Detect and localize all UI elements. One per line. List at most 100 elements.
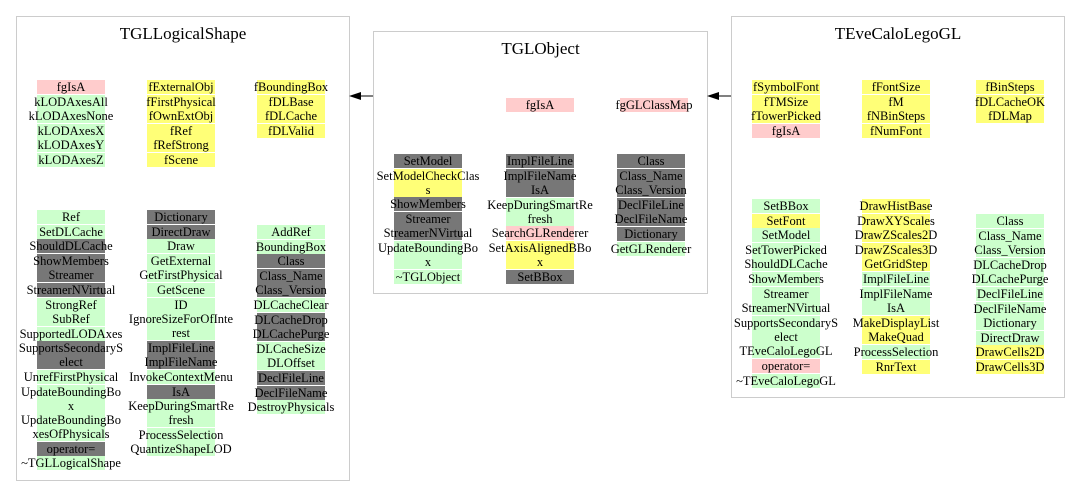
- member-label[interactable]: SetFont: [766, 213, 806, 228]
- member-label[interactable]: DLCacheDrop: [254, 312, 328, 327]
- member-label[interactable]: Class_Name: [259, 268, 323, 283]
- member-label[interactable]: fDLCache: [264, 109, 318, 124]
- member-label[interactable]: UpdateBoundingBoxesOfPhysicals: [21, 413, 121, 442]
- member-label[interactable]: DirectDraw: [151, 224, 211, 239]
- member-label[interactable]: ShowMembers: [748, 272, 824, 286]
- member-label[interactable]: SupportsSecondarySelect: [733, 315, 839, 344]
- member-label[interactable]: Streamer: [763, 286, 809, 301]
- member-label[interactable]: Class_Version: [255, 283, 327, 298]
- member-label[interactable]: operator=: [761, 359, 811, 373]
- member-label[interactable]: fDLCacheOK: [974, 94, 1046, 109]
- member-label[interactable]: ImplFileLine: [148, 340, 214, 355]
- member-label[interactable]: DeclFileName: [254, 385, 328, 400]
- member-label[interactable]: SupportedLODAxes: [19, 326, 123, 341]
- member-label[interactable]: DrawHistBase: [859, 199, 933, 213]
- member-label[interactable]: Class_Version: [974, 243, 1046, 258]
- member-label[interactable]: ShowMembers: [390, 197, 466, 212]
- member-label[interactable]: GetFirstPhysical: [139, 268, 223, 283]
- member-label[interactable]: UnrefFirstPhysical: [23, 370, 119, 384]
- member-label[interactable]: IsA: [171, 384, 191, 399]
- member-label[interactable]: BoundingBox: [255, 239, 327, 254]
- member-label[interactable]: Class: [637, 154, 665, 168]
- member-label[interactable]: IsA: [886, 301, 906, 316]
- member-label[interactable]: QuantizeShapeLOD: [130, 442, 232, 457]
- member-label[interactable]: fDLValid: [267, 123, 315, 138]
- member-label[interactable]: fFontSize: [871, 80, 921, 94]
- member-label[interactable]: fTMSize: [763, 94, 809, 109]
- member-label[interactable]: Dictionary: [154, 210, 208, 224]
- member-label[interactable]: operator=: [46, 441, 96, 456]
- member-label[interactable]: SetAxisAlignedBBox: [488, 241, 592, 269]
- member-label[interactable]: SetModel: [403, 154, 453, 168]
- member-label[interactable]: fBinSteps: [985, 80, 1035, 94]
- member-label[interactable]: RnrText: [875, 359, 917, 374]
- member-label[interactable]: fRefStrong: [153, 138, 209, 153]
- member-label[interactable]: fExternalObj: [148, 80, 214, 94]
- member-label[interactable]: DrawCells2D: [975, 345, 1045, 360]
- member-label[interactable]: StreamerNVirtual: [383, 226, 473, 241]
- member-label[interactable]: KeepDuringSmartRefresh: [487, 197, 593, 226]
- member-label[interactable]: StreamerNVirtual: [26, 283, 116, 297]
- member-label[interactable]: MakeDisplayList: [852, 315, 940, 330]
- member-label[interactable]: Class_Version: [615, 183, 687, 198]
- member-label[interactable]: ~TEveCaloLegoGL: [736, 373, 836, 388]
- member-label[interactable]: DeclFileName: [973, 301, 1047, 316]
- member-label[interactable]: fgIsA: [56, 80, 86, 94]
- member-label[interactable]: DrawZScales2D: [854, 228, 938, 243]
- member-label[interactable]: fDLMap: [988, 109, 1032, 124]
- member-label[interactable]: Class: [996, 214, 1024, 228]
- member-label[interactable]: ID: [174, 297, 188, 312]
- member-label[interactable]: ~TGLObject: [395, 269, 461, 284]
- member-label[interactable]: DeclFileLine: [258, 371, 324, 385]
- member-label[interactable]: fTowerPicked: [751, 109, 821, 124]
- member-label[interactable]: fgGLClassMap: [615, 98, 693, 112]
- member-label[interactable]: Streamer: [48, 268, 94, 283]
- member-label[interactable]: ImplFileName: [144, 355, 218, 370]
- member-label[interactable]: KeepDuringSmartRefresh: [128, 399, 234, 428]
- member-label[interactable]: GetExternal: [150, 253, 212, 268]
- member-label[interactable]: Class_Name: [619, 168, 683, 183]
- member-label[interactable]: IsA: [530, 183, 550, 198]
- member-label[interactable]: DeclFileLine: [618, 197, 684, 212]
- member-label[interactable]: ImplFileName: [503, 168, 577, 183]
- member-label[interactable]: fOwnExtObj: [148, 109, 214, 124]
- member-label[interactable]: UpdateBoundingBox: [378, 241, 478, 269]
- member-label[interactable]: DLCachePurge: [252, 327, 330, 342]
- member-label[interactable]: DLCacheSize: [256, 341, 326, 356]
- member-label[interactable]: Ref: [61, 210, 81, 224]
- member-label[interactable]: MakeQuad: [868, 330, 924, 345]
- member-label[interactable]: Draw: [167, 239, 195, 254]
- member-label[interactable]: fNBinSteps: [866, 109, 926, 124]
- member-label[interactable]: InvokeContextMenu: [129, 370, 233, 384]
- member-label[interactable]: DLCacheClear: [253, 298, 329, 312]
- member-label[interactable]: TEveCaloLegoGL: [739, 344, 833, 359]
- member-label[interactable]: DLOffset: [267, 356, 315, 371]
- member-label[interactable]: Dictionary: [983, 316, 1037, 331]
- member-label[interactable]: Dictionary: [624, 227, 678, 241]
- member-label[interactable]: SetModelCheckClass: [376, 168, 480, 197]
- member-label[interactable]: ShouldDLCache: [744, 257, 828, 272]
- member-label[interactable]: SetModel: [761, 228, 811, 243]
- member-label[interactable]: SupportsSecondarySelect: [18, 341, 124, 370]
- member-label[interactable]: fBoundingBox: [253, 80, 329, 94]
- member-label[interactable]: IgnoreSizeForOfInterest: [128, 312, 234, 341]
- member-label[interactable]: DeclFileLine: [977, 287, 1043, 301]
- member-label[interactable]: SubRef: [52, 312, 90, 327]
- member-label[interactable]: kLODAxesY: [37, 138, 105, 153]
- member-label[interactable]: ImplFileName: [859, 286, 933, 301]
- member-label[interactable]: kLODAxesAll: [34, 94, 108, 109]
- member-label[interactable]: Streamer: [405, 211, 451, 226]
- member-label[interactable]: ShowMembers: [33, 253, 109, 268]
- member-label[interactable]: ImplFileLine: [863, 272, 929, 286]
- member-label[interactable]: SetTowerPicked: [745, 242, 827, 257]
- member-label[interactable]: fRef: [169, 123, 193, 138]
- member-label[interactable]: GetScene: [157, 283, 205, 297]
- member-label[interactable]: kLODAxesNone: [28, 109, 114, 124]
- member-label[interactable]: UpdateBoundingBox: [21, 384, 121, 413]
- member-label[interactable]: fDLBase: [268, 94, 314, 109]
- member-label[interactable]: ProcessSelection: [853, 345, 939, 359]
- member-label[interactable]: Class: [277, 254, 305, 269]
- member-label[interactable]: DrawZScales3D: [854, 242, 938, 257]
- member-label[interactable]: fFirstPhysical: [146, 94, 216, 109]
- member-label[interactable]: kLODAxesZ: [38, 153, 104, 167]
